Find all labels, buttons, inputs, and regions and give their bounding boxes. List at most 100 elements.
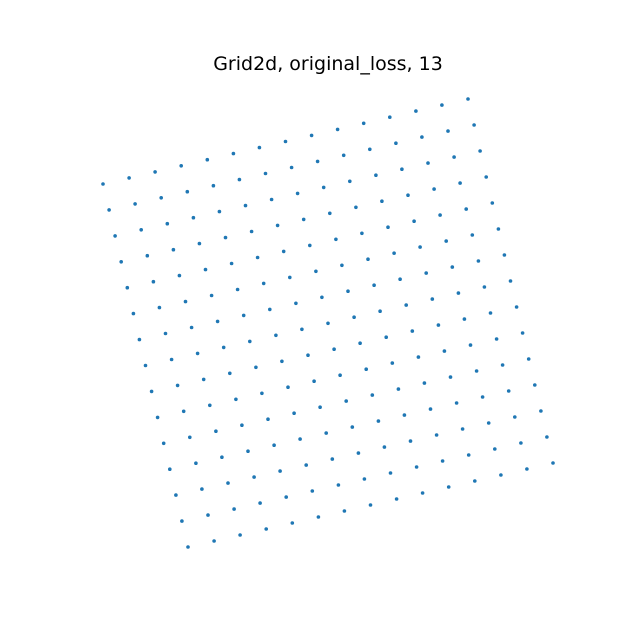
scatter-point xyxy=(496,227,501,231)
scatter-point xyxy=(159,196,163,200)
scatter-point xyxy=(203,267,208,272)
scatter-point xyxy=(155,415,160,420)
scatter-point xyxy=(312,379,316,384)
scatter-point xyxy=(175,383,180,388)
scatter-point xyxy=(125,285,130,290)
scatter-point xyxy=(382,445,387,449)
scatter-point xyxy=(488,311,493,315)
scatter-point xyxy=(440,103,444,107)
scatter-point xyxy=(217,209,222,214)
scatter-point xyxy=(153,170,157,174)
scatter-point xyxy=(372,283,376,288)
scatter-point xyxy=(185,189,190,194)
scatter-point xyxy=(414,465,419,469)
scatter-point xyxy=(294,301,298,306)
scatter-point xyxy=(214,429,218,434)
scatter-point xyxy=(157,305,162,310)
scatter-point xyxy=(424,271,429,275)
scatter-point xyxy=(478,149,482,153)
scatter-point xyxy=(283,139,288,144)
scatter-point xyxy=(520,331,525,335)
scatter-point xyxy=(234,397,238,402)
scatter-point xyxy=(472,123,476,127)
scatter-point xyxy=(341,153,346,158)
scatter-point xyxy=(545,435,549,439)
scatter-point xyxy=(362,477,367,481)
scatter-point xyxy=(342,509,347,513)
scatter-point xyxy=(388,115,392,119)
scatter-point xyxy=(338,373,342,378)
scatter-point xyxy=(268,307,272,312)
scatter-point xyxy=(384,335,389,340)
scatter-point xyxy=(466,97,470,101)
scatter-point xyxy=(145,253,150,258)
scatter-point xyxy=(321,185,326,190)
scatter-point xyxy=(436,323,441,327)
scatter-point xyxy=(316,515,321,519)
scatter-point xyxy=(380,199,384,203)
scatter-point xyxy=(231,151,236,156)
scatter-point xyxy=(143,363,148,368)
scatter-point xyxy=(412,219,416,223)
scatter-point xyxy=(420,135,424,139)
scatter-point xyxy=(514,305,519,309)
scatter-point xyxy=(394,497,399,501)
scatter-point xyxy=(288,275,292,280)
scatter-point xyxy=(328,211,332,216)
scatter-point xyxy=(420,491,425,495)
scatter-point xyxy=(257,145,262,150)
scatter-point xyxy=(300,327,304,332)
scatter-point xyxy=(240,423,244,428)
scatter-point xyxy=(101,182,105,186)
scatter-point xyxy=(181,409,186,414)
scatter-point xyxy=(131,311,136,316)
scatter-point xyxy=(392,251,396,255)
scatter-point xyxy=(354,205,358,210)
scatter-point xyxy=(361,121,366,126)
scatter-point xyxy=(493,447,497,451)
scatter-point xyxy=(368,503,373,507)
scatter-point xyxy=(290,521,295,525)
scatter-point xyxy=(484,175,489,179)
scatter-point xyxy=(254,365,258,370)
scatter-point xyxy=(194,461,198,466)
scatter-point xyxy=(394,141,398,145)
scatter-point xyxy=(243,203,248,208)
scatter-point xyxy=(408,439,413,443)
scatter-point xyxy=(456,291,461,295)
scatter-point xyxy=(263,171,268,176)
scatter-point xyxy=(127,176,131,180)
scatter-point xyxy=(298,437,302,441)
scatter-point xyxy=(284,495,289,499)
scatter-point xyxy=(526,357,531,361)
scatter-point xyxy=(356,451,361,455)
scatter-point xyxy=(179,164,183,168)
scatter-point xyxy=(191,215,196,220)
scatter-point xyxy=(464,207,469,211)
scatter-point xyxy=(444,239,449,243)
scatter-point xyxy=(460,427,465,431)
scatter-point xyxy=(473,479,477,483)
scatter-point xyxy=(336,483,341,487)
scatter-point xyxy=(208,403,212,408)
scatter-point xyxy=(374,173,378,177)
scatter-point xyxy=(406,193,410,197)
scatter-point xyxy=(137,337,142,342)
scatter-point xyxy=(348,179,352,184)
scatter-point xyxy=(309,133,314,138)
scatter-point xyxy=(195,351,200,356)
scatter-point xyxy=(107,208,111,212)
scatter-point xyxy=(334,237,338,242)
scatter-point xyxy=(340,263,344,268)
scatter-point xyxy=(151,279,156,284)
scatter-point xyxy=(398,277,402,282)
scatter-point xyxy=(229,261,234,266)
scatter-point xyxy=(310,489,315,493)
scatter-point xyxy=(308,243,312,248)
scatter-point xyxy=(506,389,511,393)
scatter-point xyxy=(261,281,266,286)
scatter-point xyxy=(161,441,166,446)
scatter-point xyxy=(295,191,300,196)
scatter-point xyxy=(171,247,176,252)
